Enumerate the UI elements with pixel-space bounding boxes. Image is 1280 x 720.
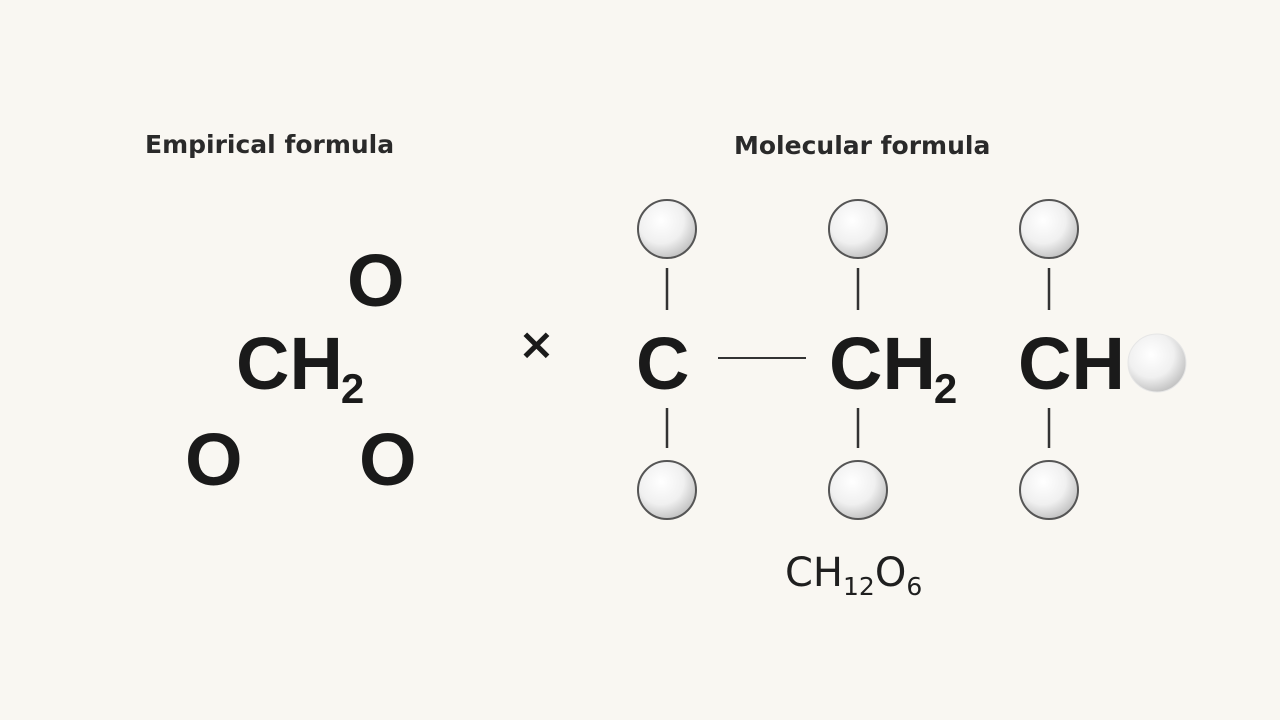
formula-part-2: O: [874, 550, 907, 596]
molecular-group-ch: CH: [1018, 322, 1125, 405]
formula-sub-2: 6: [906, 571, 923, 601]
molecular-title: Molecular formula: [734, 131, 991, 160]
molecular-formula-text: CH12O6: [785, 550, 922, 599]
empirical-carbon-group: CH2: [236, 327, 364, 410]
formula-part-1: CH: [785, 550, 844, 596]
oxygen-right: O: [359, 418, 417, 501]
formula-sub-1: 12: [843, 571, 875, 601]
hydrogen-sphere: [1019, 460, 1079, 520]
molecular-group-ch2: CH2: [829, 327, 957, 410]
hydrogen-sphere: [637, 199, 697, 259]
oxygen-top: O: [347, 239, 405, 322]
hydrogen-sphere: [637, 460, 697, 520]
hydrogen-sphere: [1127, 333, 1187, 393]
empirical-title: Empirical formula: [145, 130, 395, 159]
hydrogen-sphere: [828, 460, 888, 520]
carbon-group-subscript: 2: [340, 364, 365, 412]
oxygen-left: O: [185, 418, 243, 501]
carbon-group-text: CH: [236, 322, 343, 405]
group-ch2-subscript: 2: [933, 364, 958, 412]
hydrogen-sphere: [828, 199, 888, 259]
molecular-group-c: C: [636, 322, 690, 405]
end-sphere-layer: [1127, 333, 1187, 393]
group-ch2-text: CH: [829, 322, 936, 405]
multiply-operator: ×: [518, 319, 555, 370]
hydrogen-sphere: [1019, 199, 1079, 259]
